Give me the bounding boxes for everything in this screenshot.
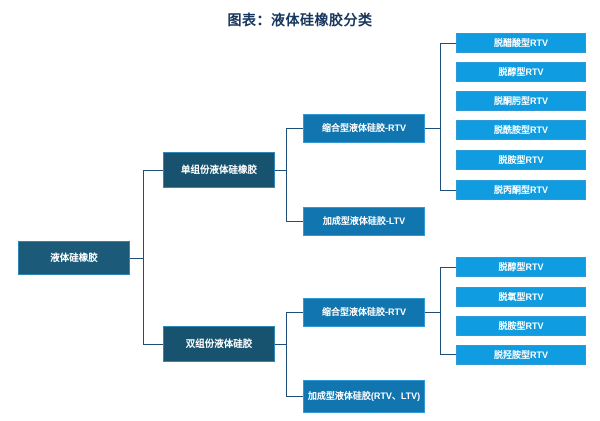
- connector-a-cond-stem: [424, 128, 441, 129]
- connector-a-leaf-6: [440, 190, 457, 191]
- node-b-addition-label: 加成型液体硅胶(RTV、LTV): [307, 391, 421, 401]
- node-a-condensation[interactable]: 缩合型液体硅胶-RTV: [303, 114, 425, 143]
- node-a-addition[interactable]: 加成型液体硅胶-LTV: [303, 207, 425, 236]
- node-b-condensation[interactable]: 缩合型液体硅胶-RTV: [303, 298, 425, 327]
- leaf-b-3-label: 脱胺型RTV: [498, 320, 544, 331]
- leaf-a-4-label: 脱酰胺型RTV: [493, 124, 548, 135]
- connector-a-leaf-bracket: [440, 43, 441, 191]
- leaf-a-4[interactable]: 脱酰胺型RTV: [456, 120, 586, 140]
- leaf-a-2[interactable]: 脱醇型RTV: [456, 62, 586, 82]
- node-a-condensation-label: 缩合型液体硅胶-RTV: [322, 123, 406, 133]
- connector-b-leaf-bracket: [440, 267, 441, 355]
- connector-branch-a-bracket: [286, 128, 287, 222]
- leaf-b-2-label: 脱氧型RTV: [498, 291, 544, 302]
- connector-branch-a-to-add: [286, 221, 304, 222]
- connector-branch-b-to-add: [286, 396, 304, 397]
- page-title: 图表：液体硅橡胶分类: [227, 12, 373, 28]
- leaf-a-6-label: 脱丙酮型RTV: [493, 184, 548, 195]
- node-root-label: 液体硅橡胶: [50, 252, 98, 264]
- connector-b-cond-stem: [424, 312, 441, 313]
- connector-root-bracket: [143, 170, 144, 345]
- node-branch-b-label: 双组份液体硅胶: [185, 338, 253, 350]
- connector-branch-b-bracket: [286, 312, 287, 396]
- connector-branch-a-stem: [273, 170, 287, 171]
- connector-root-to-branch-a: [143, 170, 164, 171]
- connector-b-leaf-1: [440, 267, 457, 268]
- leaf-a-3[interactable]: 脱酮肟型RTV: [456, 91, 586, 111]
- leaf-a-5-label: 脱胺型RTV: [498, 154, 544, 165]
- node-a-addition-label: 加成型液体硅胶-LTV: [322, 216, 406, 226]
- node-b-addition[interactable]: 加成型液体硅胶(RTV、LTV): [303, 380, 425, 413]
- leaf-b-4[interactable]: 脱羟胺型RTV: [456, 345, 586, 365]
- connector-root-to-branch-b: [143, 344, 164, 345]
- leaf-a-2-label: 脱醇型RTV: [498, 66, 544, 77]
- node-root[interactable]: 液体硅橡胶: [18, 241, 130, 275]
- leaf-b-1-label: 脱醇型RTV: [498, 261, 544, 272]
- leaf-b-4-label: 脱羟胺型RTV: [493, 349, 548, 360]
- leaf-b-2[interactable]: 脱氧型RTV: [456, 287, 586, 307]
- node-branch-b[interactable]: 双组份液体硅胶: [163, 326, 275, 362]
- connector-branch-b-to-cond: [286, 312, 304, 313]
- connector-root-stem: [129, 258, 144, 259]
- leaf-b-1[interactable]: 脱醇型RTV: [456, 257, 586, 277]
- leaf-a-3-label: 脱酮肟型RTV: [493, 95, 548, 106]
- connector-branch-b-stem: [273, 344, 287, 345]
- connector-b-leaf-4: [440, 354, 457, 355]
- node-b-condensation-label: 缩合型液体硅胶-RTV: [322, 307, 406, 317]
- node-branch-a[interactable]: 单组份液体硅橡胶: [163, 152, 275, 188]
- leaf-a-1[interactable]: 脱醋酸型RTV: [456, 33, 586, 53]
- leaf-a-1-label: 脱醋酸型RTV: [493, 37, 548, 48]
- leaf-a-6[interactable]: 脱丙酮型RTV: [456, 180, 586, 200]
- node-branch-a-label: 单组份液体硅橡胶: [180, 164, 257, 176]
- connector-branch-a-to-cond: [286, 128, 304, 129]
- connector-a-leaf-1: [440, 43, 457, 44]
- leaf-b-3[interactable]: 脱胺型RTV: [456, 316, 586, 336]
- leaf-a-5[interactable]: 脱胺型RTV: [456, 150, 586, 170]
